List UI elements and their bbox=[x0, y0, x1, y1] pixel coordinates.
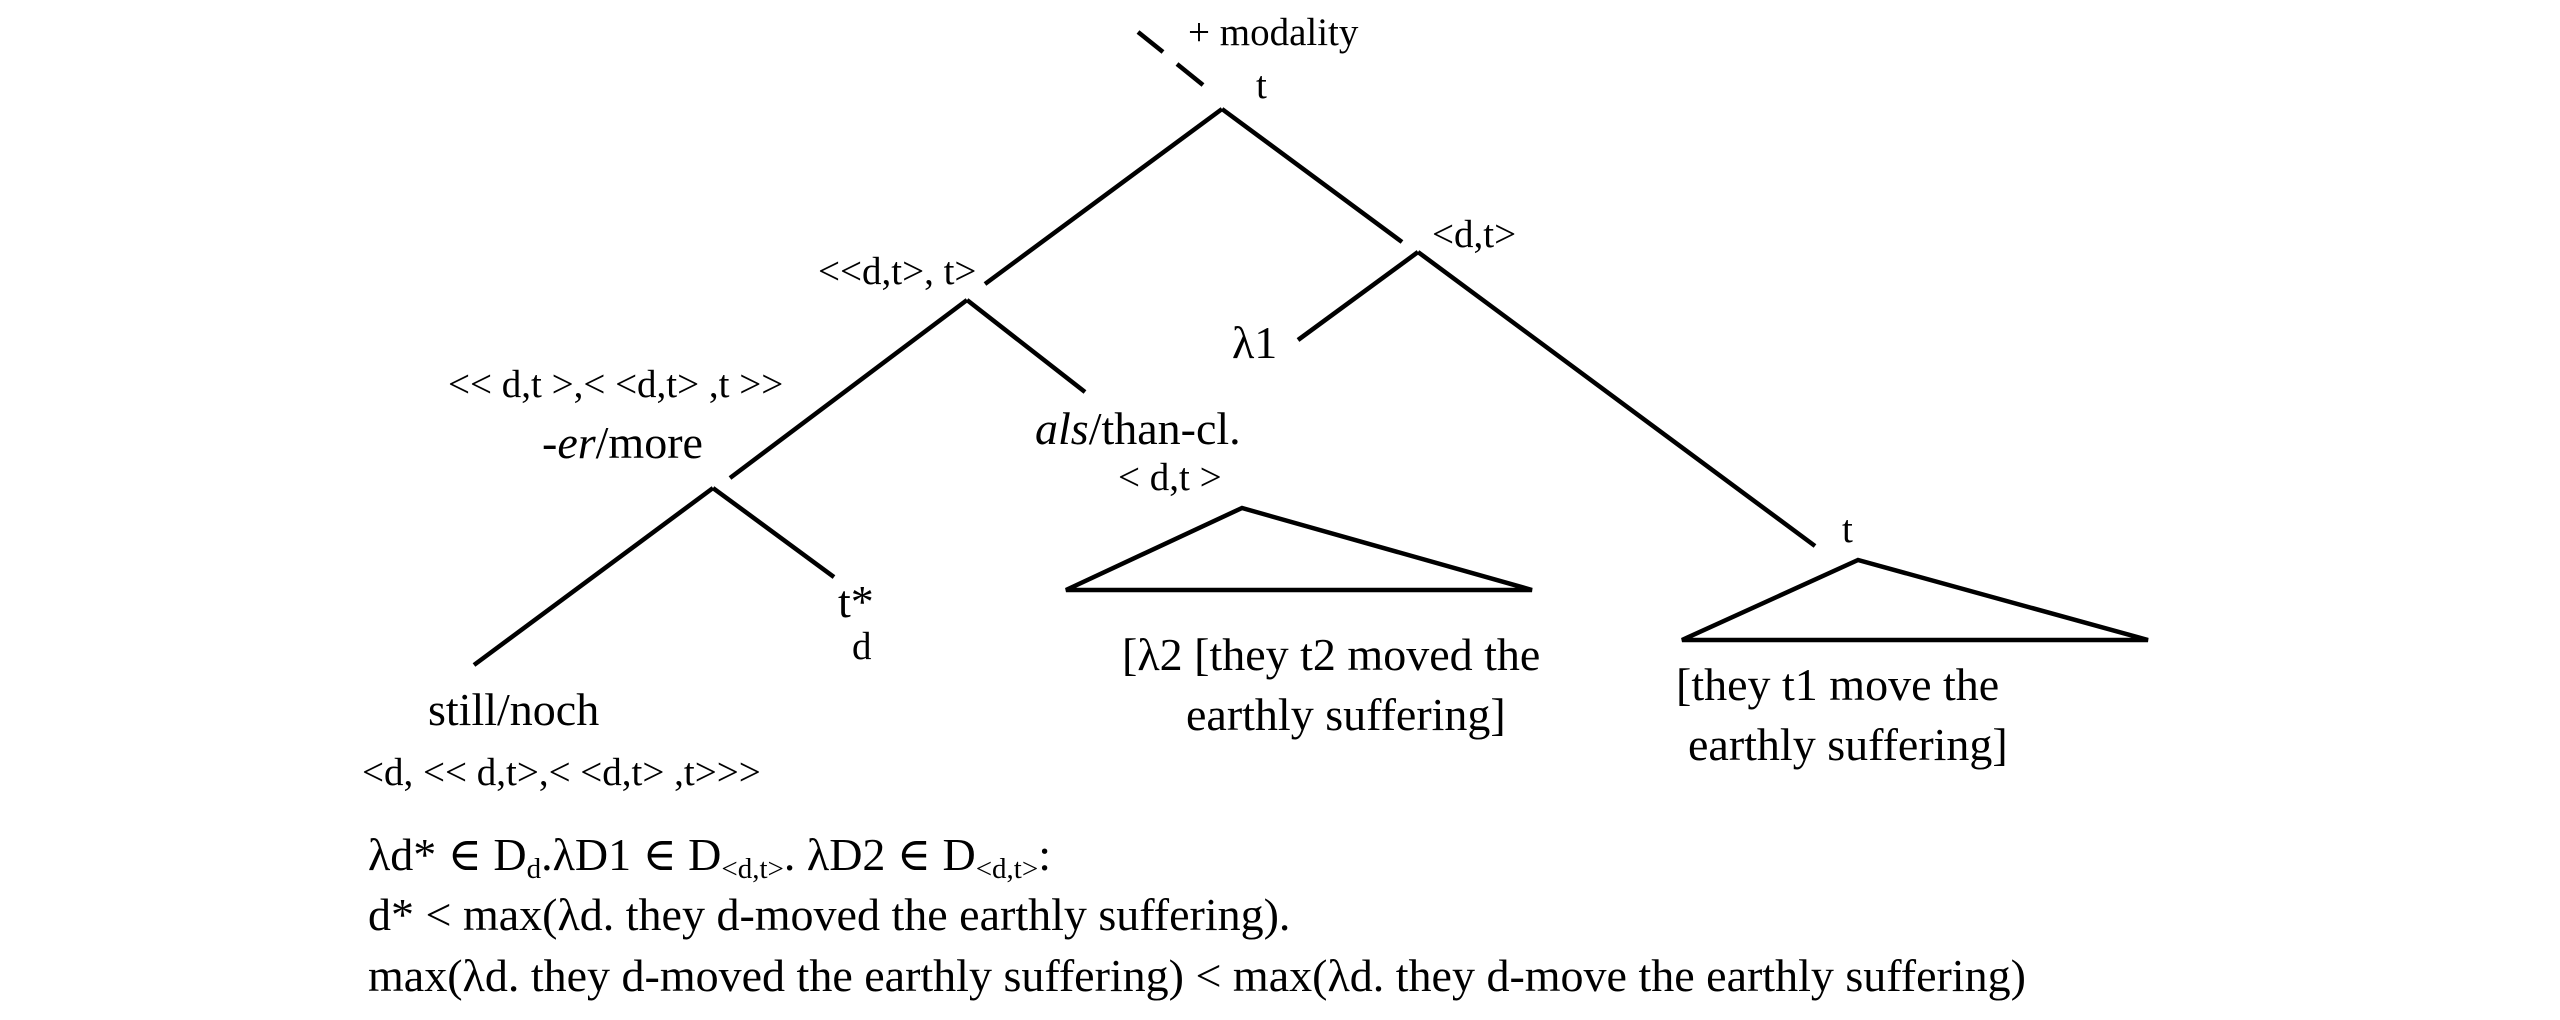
main-clause-triangle bbox=[1681, 557, 2149, 643]
than-content-line2: earthly suffering] bbox=[1186, 689, 1506, 740]
t-node-branch bbox=[1416, 250, 1817, 548]
t-star-branch bbox=[711, 486, 836, 579]
than-branch bbox=[965, 298, 1087, 394]
still-branch bbox=[472, 486, 715, 667]
than-type: < d,t > bbox=[1118, 456, 1222, 499]
er-label: -er/more bbox=[542, 417, 703, 468]
lambda-binder: λ1 bbox=[1232, 317, 1277, 368]
t-star-label: t* bbox=[838, 576, 874, 627]
formula-line-2: d* < max(λd. they d-moved the earthly su… bbox=[368, 889, 1291, 940]
root-left-branch bbox=[983, 107, 1224, 286]
root-type: t bbox=[1256, 64, 1267, 107]
main-content-line1: [they t1 move the bbox=[1676, 659, 1999, 710]
t-star-subscript: d bbox=[852, 625, 872, 668]
lambda-branch bbox=[1296, 250, 1420, 342]
main-content-line2: earthly suffering] bbox=[1688, 719, 2008, 770]
than-label: als/than-cl. bbox=[1035, 403, 1241, 454]
formula-line-1: λd* ∈ Dd.λD1 ∈ D<d,t>. λD2 ∈ D<d,t>: bbox=[368, 829, 1052, 885]
than-clause-triangle bbox=[1065, 505, 1533, 593]
still-label: still/noch bbox=[428, 684, 599, 735]
still-type: <d, << d,t>,< <d,t> ,t>>> bbox=[362, 751, 761, 794]
t-node-type: t bbox=[1842, 508, 1853, 551]
right-node-type: <d,t> bbox=[1432, 213, 1516, 256]
left-node-type: <<d,t>, t> bbox=[818, 250, 976, 293]
root-right-branch bbox=[1220, 107, 1404, 244]
modality-label: + modality bbox=[1188, 11, 1359, 54]
er-type: << d,t >,< <d,t> ,t >> bbox=[448, 363, 783, 406]
modality-dash-lower bbox=[1175, 62, 1205, 87]
formula-line-3: max(λd. they d-moved the earthly sufferi… bbox=[368, 950, 2026, 1001]
er-branch bbox=[728, 298, 969, 480]
than-content-line1: [λ2 [they t2 moved the bbox=[1122, 629, 1540, 680]
modality-dash-upper bbox=[1136, 30, 1165, 54]
